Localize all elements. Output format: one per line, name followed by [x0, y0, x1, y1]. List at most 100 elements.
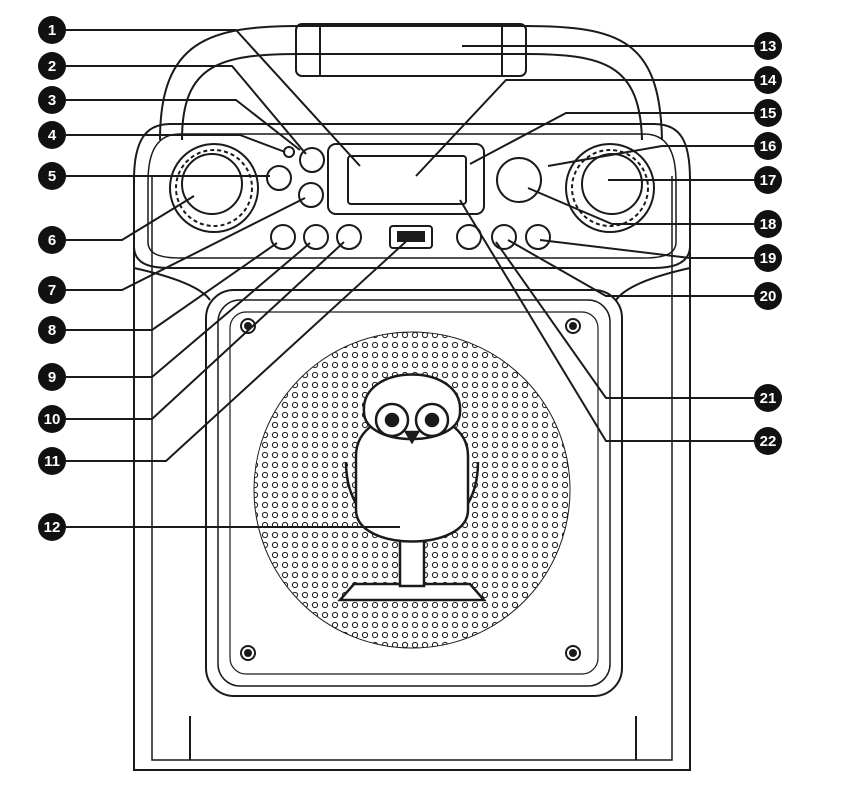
screw-top-left	[240, 318, 256, 334]
callout-badge-15: 15	[754, 99, 782, 127]
leader-line-16	[547, 145, 754, 167]
callout-badge-21: 21	[754, 384, 782, 412]
callout-badge-circle	[38, 16, 66, 44]
button-large-right[interactable]	[496, 157, 542, 203]
callout-badge-14: 14	[754, 66, 782, 94]
callout-number: 3	[48, 92, 56, 109]
callout-badge-circle	[38, 316, 66, 344]
leader-line-7	[66, 197, 306, 291]
callout-number: 7	[48, 282, 56, 299]
callout-number: 15	[760, 105, 777, 122]
callout-number: 2	[48, 58, 56, 75]
callout-badge-22: 22	[754, 427, 782, 455]
button-row-5[interactable]	[491, 224, 517, 250]
callout-number: 5	[48, 168, 56, 185]
screw-bottom-left	[240, 645, 256, 661]
callout-badge-circle	[38, 513, 66, 541]
callout-number: 17	[760, 172, 777, 189]
callout-badge-10: 10	[38, 405, 66, 433]
callout-badge-circle	[754, 210, 782, 238]
indicator-led	[283, 146, 295, 158]
lcd-display	[327, 143, 485, 215]
leader-lines	[66, 29, 754, 528]
leader-line-21	[495, 241, 754, 399]
handle-grip	[295, 23, 527, 77]
button-row-4[interactable]	[456, 224, 482, 250]
callout-badge-19: 19	[754, 244, 782, 272]
callout-badge-circle	[754, 282, 782, 310]
button-row-6[interactable]	[525, 224, 551, 250]
leader-line-9	[66, 242, 311, 378]
cabinet-outline	[133, 176, 691, 771]
callout-badge-circle	[38, 52, 66, 80]
leader-line-11	[66, 235, 413, 462]
leader-line-22	[459, 199, 754, 442]
leader-line-14	[415, 79, 754, 177]
callout-badge-20: 20	[754, 282, 782, 310]
callout-badge-circle	[38, 447, 66, 475]
leader-line-19	[539, 239, 754, 259]
speaker-body	[133, 23, 691, 771]
callout-badge-11: 11	[38, 447, 66, 475]
left-knob[interactable]	[169, 143, 259, 233]
callout-badge-circle	[754, 427, 782, 455]
callout-number: 20	[760, 288, 777, 305]
callout-number: 1	[48, 22, 56, 39]
leader-line-20	[507, 239, 754, 297]
leader-line-3	[66, 99, 301, 151]
callout-number: 21	[760, 390, 777, 407]
callout-badge-3: 3	[38, 86, 66, 114]
callout-badge-circle	[38, 226, 66, 254]
callout-badge-16: 16	[754, 132, 782, 160]
callout-number: 10	[44, 411, 61, 428]
callout-number: 4	[48, 127, 57, 144]
callout-badge-circle	[38, 405, 66, 433]
callout-badge-circle	[38, 162, 66, 190]
callout-number: 13	[760, 38, 777, 55]
callout-badge-9: 9	[38, 363, 66, 391]
leader-line-18	[527, 187, 754, 225]
callout-badge-circle	[754, 384, 782, 412]
callout-badge-circle	[754, 132, 782, 160]
leader-line-1	[66, 29, 361, 167]
callout-badge-circle	[38, 121, 66, 149]
callout-badge-13: 13	[754, 32, 782, 60]
leader-line-15	[469, 112, 754, 165]
callout-badge-12: 12	[38, 513, 66, 541]
callout-badge-circle	[754, 66, 782, 94]
callout-badge-6: 6	[38, 226, 66, 254]
callout-number: 8	[48, 322, 56, 339]
owl-microphone-mascot	[337, 373, 487, 602]
callout-badge-8: 8	[38, 316, 66, 344]
callout-number: 19	[760, 250, 777, 267]
callout-badge-1: 1	[38, 16, 66, 44]
callout-badge-7: 7	[38, 276, 66, 304]
right-knob[interactable]	[565, 143, 655, 233]
callout-badge-17: 17	[754, 166, 782, 194]
callout-badge-circle	[38, 86, 66, 114]
callout-badge-circle	[754, 244, 782, 272]
carry-handle	[159, 25, 663, 141]
screw-bottom-right	[565, 645, 581, 661]
callout-badge-circle	[754, 32, 782, 60]
callout-number: 12	[44, 519, 61, 536]
callout-number: 18	[760, 216, 777, 233]
control-panel	[133, 123, 691, 269]
callout-badge-18: 18	[754, 210, 782, 238]
callout-badge-circle	[754, 166, 782, 194]
callout-badge-2: 2	[38, 52, 66, 80]
callout-badge-circle	[38, 276, 66, 304]
grille-frame	[205, 289, 623, 697]
leader-line-2	[66, 65, 307, 155]
callout-number: 14	[760, 72, 777, 89]
callout-badge-4: 4	[38, 121, 66, 149]
screw-top-right	[565, 318, 581, 334]
button-left-mid[interactable]	[266, 165, 292, 191]
leader-line-8	[66, 242, 278, 331]
button-left-low[interactable]	[298, 182, 324, 208]
callout-number: 9	[48, 369, 56, 386]
leader-line-4	[66, 134, 286, 153]
